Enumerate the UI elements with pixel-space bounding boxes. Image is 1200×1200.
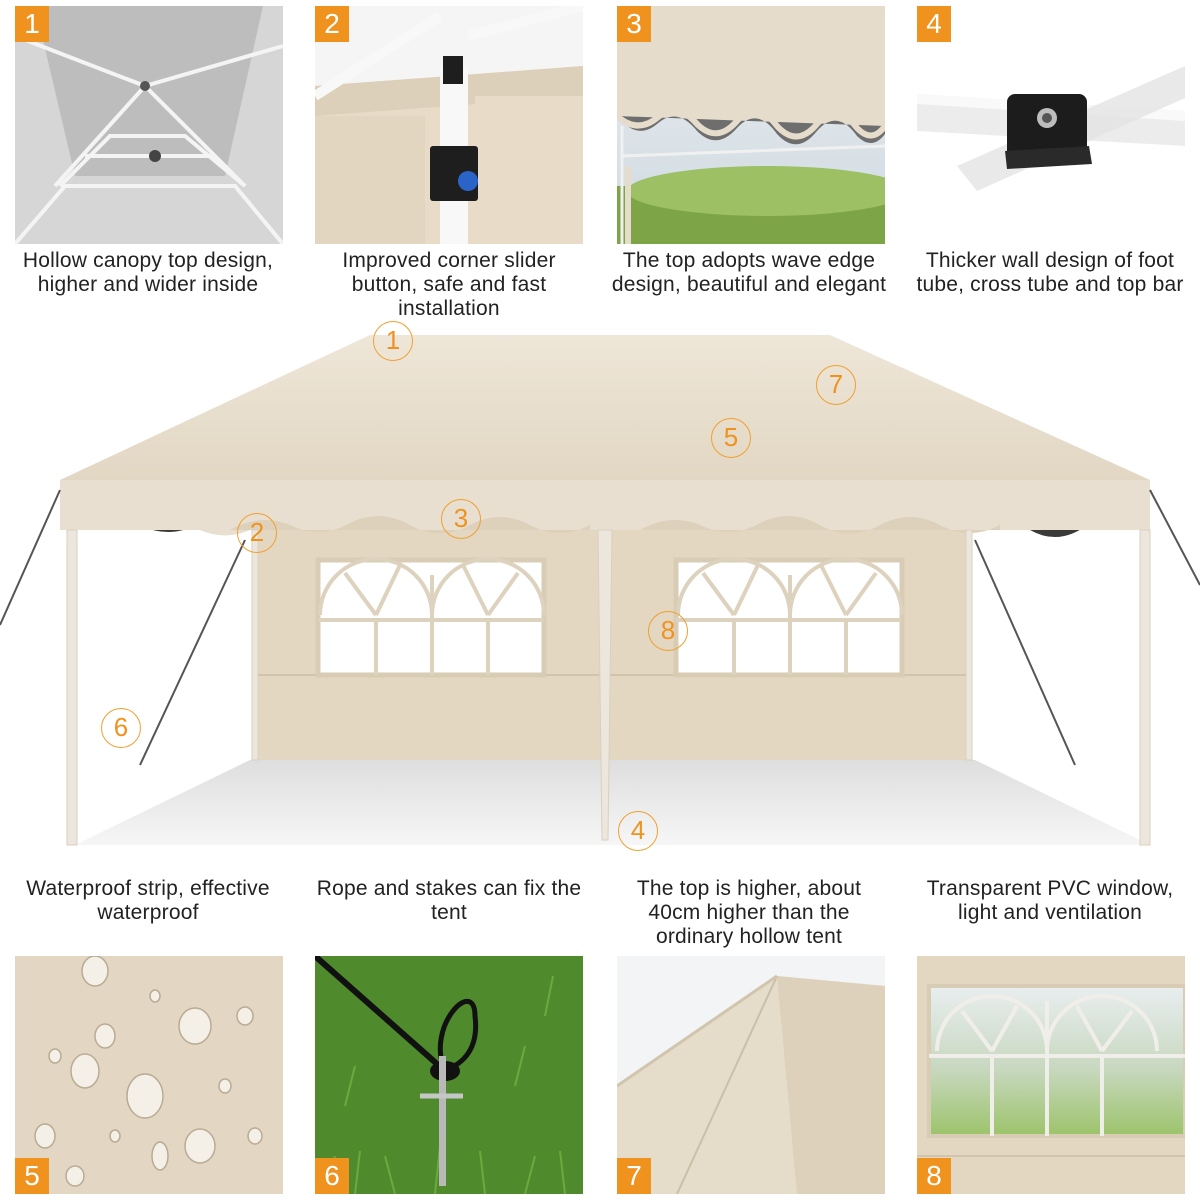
tent-marker-2: 2 [237, 513, 277, 553]
feature-badge: 8 [917, 1158, 951, 1194]
feature-caption: Transparent PVC window, light and ventil… [926, 877, 1174, 924]
feature-caption: Rope and stakes can fix the tent [316, 877, 582, 924]
tent-marker-4: 4 [618, 811, 658, 851]
feature-caption: Hollow canopy top design, higher and wid… [22, 249, 274, 296]
tent-marker-5: 5 [711, 418, 751, 458]
feature-caption: The top adopts wave edge design, beautif… [611, 249, 887, 296]
feature-caption: Thicker wall design of foot tube, cross … [916, 249, 1184, 296]
feature-badge: 6 [315, 1158, 349, 1194]
feature-caption: Waterproof strip, effective waterproof [26, 877, 270, 924]
feature-image-5: 5 [15, 956, 283, 1194]
pvc-window-illustration [917, 956, 1185, 1194]
feature-image-6: 6 [315, 956, 583, 1194]
tent-marker-7: 7 [816, 365, 856, 405]
feature-badge: 3 [617, 6, 651, 42]
feature-image-1: 1 [15, 6, 283, 244]
feature-image-7: 7 [617, 956, 885, 1194]
tent-marker-8: 8 [648, 611, 688, 651]
tent-marker-6: 6 [101, 708, 141, 748]
feature-caption: The top is higher, about 40cm higher tha… [636, 877, 862, 948]
wave-edge-illustration [617, 6, 885, 244]
tent-drawing [0, 335, 1200, 846]
feature-image-8: 8 [917, 956, 1185, 1194]
water-droplets-illustration [15, 956, 283, 1194]
feature-badge: 1 [15, 6, 49, 42]
tent-marker-3: 3 [441, 499, 481, 539]
feature-image-3: 3 [617, 6, 885, 244]
hollow-canopy-illustration [15, 6, 283, 244]
feature-caption: Improved corner slider button, safe and … [342, 249, 556, 320]
feature-badge: 2 [315, 6, 349, 42]
tent-marker-1: 1 [373, 321, 413, 361]
feature-image-4: 4 [917, 6, 1185, 244]
feature-badge: 5 [15, 1158, 49, 1194]
feature-badge: 4 [917, 6, 951, 42]
cross-tube-illustration [917, 6, 1185, 244]
higher-top-illustration [617, 956, 885, 1194]
feature-badge: 7 [617, 1158, 651, 1194]
rope-stake-illustration [315, 956, 583, 1194]
feature-image-2: 2 [315, 6, 583, 244]
corner-slider-illustration [315, 6, 583, 244]
main-tent-illustration [0, 325, 1200, 870]
